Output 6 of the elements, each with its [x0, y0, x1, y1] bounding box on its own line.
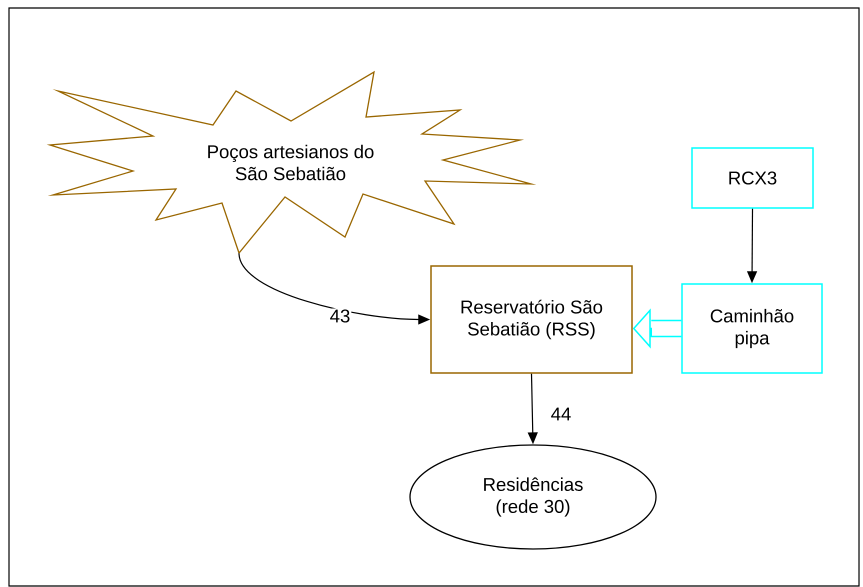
process-box: Reservatório São Sebatião (RSS) [430, 265, 633, 374]
ellipse-node: Residências (rede 30) [409, 444, 657, 550]
edge-label: 44 [550, 406, 572, 422]
process-box: RCX3 [691, 147, 814, 209]
process-box: Caminhão pipa [681, 283, 823, 374]
edge-label: 43 [328, 308, 352, 324]
